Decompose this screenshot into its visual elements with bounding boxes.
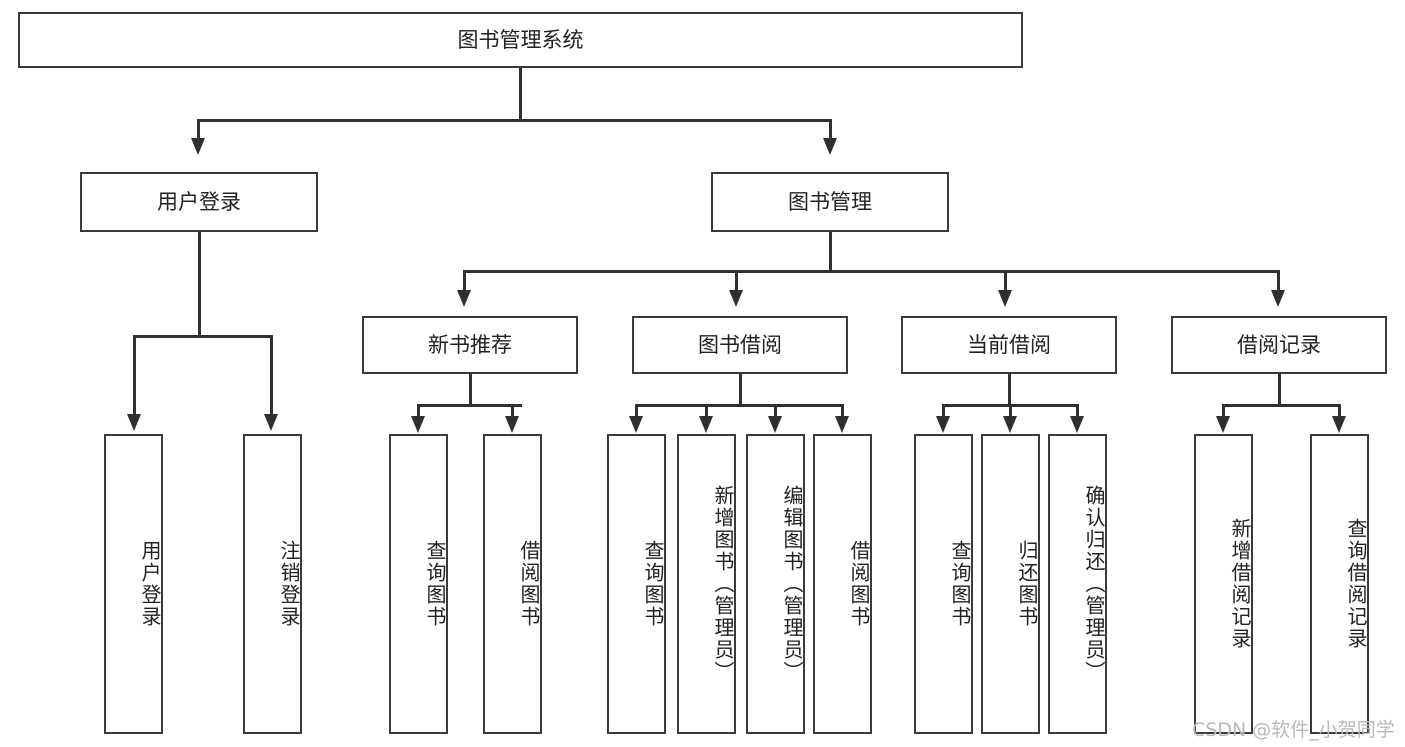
arrow-bookborrow-to-leaf1 — [629, 416, 643, 433]
node-book-management[interactable]: 图书管理 — [711, 172, 949, 232]
leaf-currentborrow-return-book[interactable]: 归还图书 — [981, 434, 1040, 734]
connector-bookborrow-branch-bar — [635, 404, 843, 407]
node-label: 图书借阅 — [698, 332, 782, 357]
arrow-currentborrow-to-leaf2 — [1003, 416, 1017, 433]
connector-bookmgmt-branch-bar — [463, 270, 1279, 273]
connector-currentborrow-to-leaf3 — [1076, 404, 1079, 418]
node-label: 归还图书 — [1015, 540, 1039, 628]
arrow-borrowrecord-to-leaf1 — [1216, 416, 1230, 433]
connector-bookborrow-to-leaf3 — [774, 404, 777, 418]
arrow-currentborrow-to-leaf1 — [936, 416, 950, 433]
leaf-bookborrow-edit-book-admin[interactable]: 编辑图书（管理员） — [746, 434, 805, 734]
node-new-book-recommend[interactable]: 新书推荐 — [362, 316, 578, 374]
arrow-root-to-login — [191, 138, 205, 155]
arrow-bookmgmt-to-l3-2 — [729, 290, 743, 307]
connector-bookmgmt-to-l3-1 — [463, 270, 466, 293]
node-user-login[interactable]: 用户登录 — [80, 172, 318, 232]
connector-login-stem — [198, 232, 201, 336]
leaf-bookborrow-query-book[interactable]: 查询图书 — [607, 434, 666, 734]
connector-bookmgmt-to-l3-2 — [735, 270, 738, 293]
connector-borrowrecord-to-leaf2 — [1338, 404, 1341, 418]
node-label: 查询图书 — [948, 540, 972, 628]
leaf-borrowrecord-add-record[interactable]: 新增借阅记录 — [1194, 434, 1253, 734]
node-label: 借阅记录 — [1237, 332, 1321, 357]
connector-currentborrow-to-leaf2 — [1009, 404, 1012, 418]
connector-bookmgmt-to-l3-4 — [1277, 270, 1280, 293]
leaf-bookborrow-add-book-admin[interactable]: 新增图书（管理员） — [677, 434, 736, 734]
connector-bookmgmt-stem — [829, 232, 832, 272]
node-borrow-record[interactable]: 借阅记录 — [1171, 316, 1387, 374]
node-label: 编辑图书（管理员） — [780, 485, 804, 683]
node-label: 用户登录 — [157, 189, 241, 214]
connector-login-branch-bar — [133, 335, 272, 338]
connector-borrowrecord-stem — [1278, 374, 1281, 406]
node-book-borrow[interactable]: 图书借阅 — [632, 316, 848, 374]
leaf-user-login-signin[interactable]: 用户登录 — [104, 434, 163, 734]
node-current-borrow[interactable]: 当前借阅 — [901, 316, 1117, 374]
arrow-bookborrow-to-leaf4 — [835, 416, 849, 433]
node-label: 用户登录 — [138, 540, 162, 628]
connector-newbook-to-leaf2 — [511, 404, 514, 418]
connector-borrowrecord-to-leaf1 — [1222, 404, 1225, 418]
connector-bookborrow-stem — [739, 374, 742, 406]
connector-login-to-leaf1 — [133, 335, 136, 417]
node-label: 新增借阅记录 — [1228, 518, 1252, 650]
arrow-newbook-to-leaf2 — [505, 416, 519, 433]
arrow-currentborrow-to-leaf3 — [1070, 416, 1084, 433]
node-label: 查询图书 — [641, 540, 665, 628]
connector-bookborrow-to-leaf4 — [841, 404, 844, 418]
node-label: 新书推荐 — [428, 332, 512, 357]
connector-login-to-leaf2 — [270, 335, 273, 417]
csdn-watermark: CSDN @软件_小贺同学 — [1192, 719, 1395, 741]
arrow-bookborrow-to-leaf3 — [768, 416, 782, 433]
connector-newbook-branch-bar — [417, 404, 522, 407]
connector-root-branch-bar — [197, 119, 831, 122]
leaf-bookborrow-borrow-book[interactable]: 借阅图书 — [813, 434, 872, 734]
connector-currentborrow-to-leaf1 — [942, 404, 945, 418]
arrow-newbook-to-leaf1 — [411, 416, 425, 433]
arrow-bookmgmt-to-l3-3 — [998, 290, 1012, 307]
connector-currentborrow-stem — [1008, 374, 1011, 406]
arrow-borrowrecord-to-leaf2 — [1332, 416, 1346, 433]
connector-root-to-bookmgmt — [829, 119, 832, 141]
leaf-newbook-borrow-book[interactable]: 借阅图书 — [483, 434, 542, 734]
leaf-borrowrecord-query-record[interactable]: 查询借阅记录 — [1310, 434, 1369, 734]
node-label: 借阅图书 — [517, 540, 541, 628]
node-label: 图书管理系统 — [457, 27, 584, 52]
leaf-user-login-signout[interactable]: 注销登录 — [243, 434, 302, 734]
connector-bookborrow-to-leaf2 — [705, 404, 708, 418]
arrow-bookmgmt-to-l3-4 — [1271, 290, 1285, 307]
connector-newbook-stem — [469, 374, 472, 406]
connector-bookborrow-to-leaf1 — [635, 404, 638, 418]
connector-borrowrecord-branch-bar — [1222, 404, 1339, 407]
node-root-system[interactable]: 图书管理系统 — [18, 12, 1023, 68]
node-label: 确认归还（管理员） — [1082, 485, 1106, 683]
arrow-login-to-leaf2 — [264, 414, 278, 431]
arrow-root-to-bookmgmt — [823, 138, 837, 155]
leaf-currentborrow-confirm-return-admin[interactable]: 确认归还（管理员） — [1048, 434, 1107, 734]
node-label: 图书管理 — [788, 189, 872, 214]
node-label: 查询图书 — [423, 540, 447, 628]
node-label: 当前借阅 — [967, 332, 1051, 357]
leaf-currentborrow-query-book[interactable]: 查询图书 — [914, 434, 973, 734]
connector-newbook-to-leaf1 — [417, 404, 420, 418]
connector-bookmgmt-to-l3-3 — [1004, 270, 1007, 293]
connector-root-stem — [519, 68, 522, 120]
node-label: 借阅图书 — [847, 540, 871, 628]
arrow-bookmgmt-to-l3-1 — [457, 290, 471, 307]
connector-root-to-login — [197, 119, 200, 141]
arrow-login-to-leaf1 — [127, 414, 141, 431]
node-label: 查询借阅记录 — [1344, 518, 1368, 650]
arrow-bookborrow-to-leaf2 — [699, 416, 713, 433]
node-label: 注销登录 — [277, 540, 301, 628]
leaf-newbook-query-book[interactable]: 查询图书 — [389, 434, 448, 734]
node-label: 新增图书（管理员） — [711, 485, 735, 683]
